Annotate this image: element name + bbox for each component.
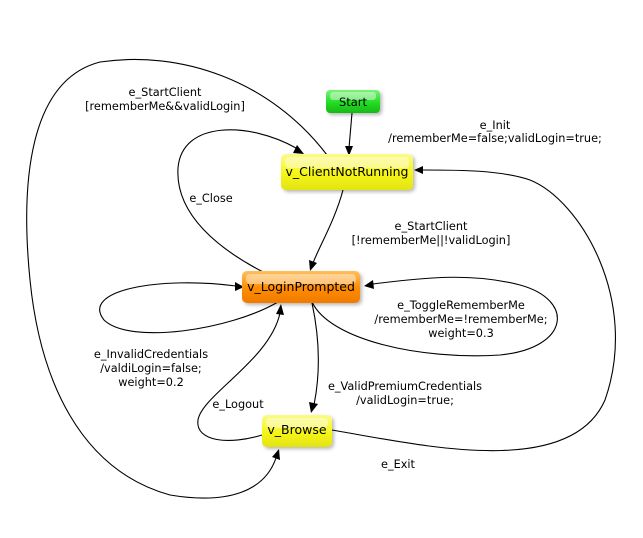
edge-start-client-prompt [309,189,344,271]
node-client-not-running-label: v_ClientNotRunning [286,164,409,179]
edge-start-client-loop-guard-label: [rememberMe&&validLogin] [85,100,245,113]
edge-valid-premium-credentials [309,302,319,413]
edge-invalid-credentials [99,282,279,334]
node-client-not-running[interactable]: v_ClientNotRunning [281,154,413,190]
edge-start-client-loop [26,58,328,499]
edge-toggle-remember-me-action-label: /rememberMe=!rememberMe; [374,313,547,326]
edge-exit [331,166,616,452]
edge-init [345,112,353,156]
node-login-prompted[interactable]: v_LoginPrompted [242,271,360,303]
edge-start-client-loop-event-label: e_StartClient [129,86,202,99]
edge-invalid-credentials-weight-label: weight=0.2 [118,376,184,389]
edge-start-client-prompt-event-label: e_StartClient [395,220,468,233]
edge-start-client-prompt-guard-label: [!rememberMe||!validLogin] [352,234,511,247]
edge-toggle-remember-me-weight-label: weight=0.3 [428,327,494,340]
edge-close-event-label: e_Close [189,192,232,205]
edge-valid-premium-credentials-action-label: /validLogin=true; [356,394,454,407]
node-browse[interactable]: v_Browse [262,415,332,447]
node-login-prompted-label: v_LoginPrompted [247,279,355,294]
edge-init-event-label: e_Init [480,119,511,132]
edge-exit-event-label: e_Exit [381,458,416,471]
node-browse-label: v_Browse [267,422,326,437]
edge-toggle-remember-me-event-label: e_ToggleRememberMe [397,299,525,312]
edge-invalid-credentials-action-label: /valdiLogin=false; [100,362,201,375]
node-start-label: Start [339,95,368,109]
node-start[interactable]: Start [326,90,380,113]
edge-init-action-label: /rememberMe=false;validLogin=true; [388,132,602,145]
edge-close [177,129,304,274]
edge-invalid-credentials-event-label: e_InvalidCredentials [94,348,208,361]
edge-toggle-remember-me [311,276,558,357]
edge-valid-premium-credentials-event-label: e_ValidPremiumCredentials [328,380,482,393]
edge-logout-event-label: e_Logout [212,398,264,411]
edge-logout [197,304,284,441]
